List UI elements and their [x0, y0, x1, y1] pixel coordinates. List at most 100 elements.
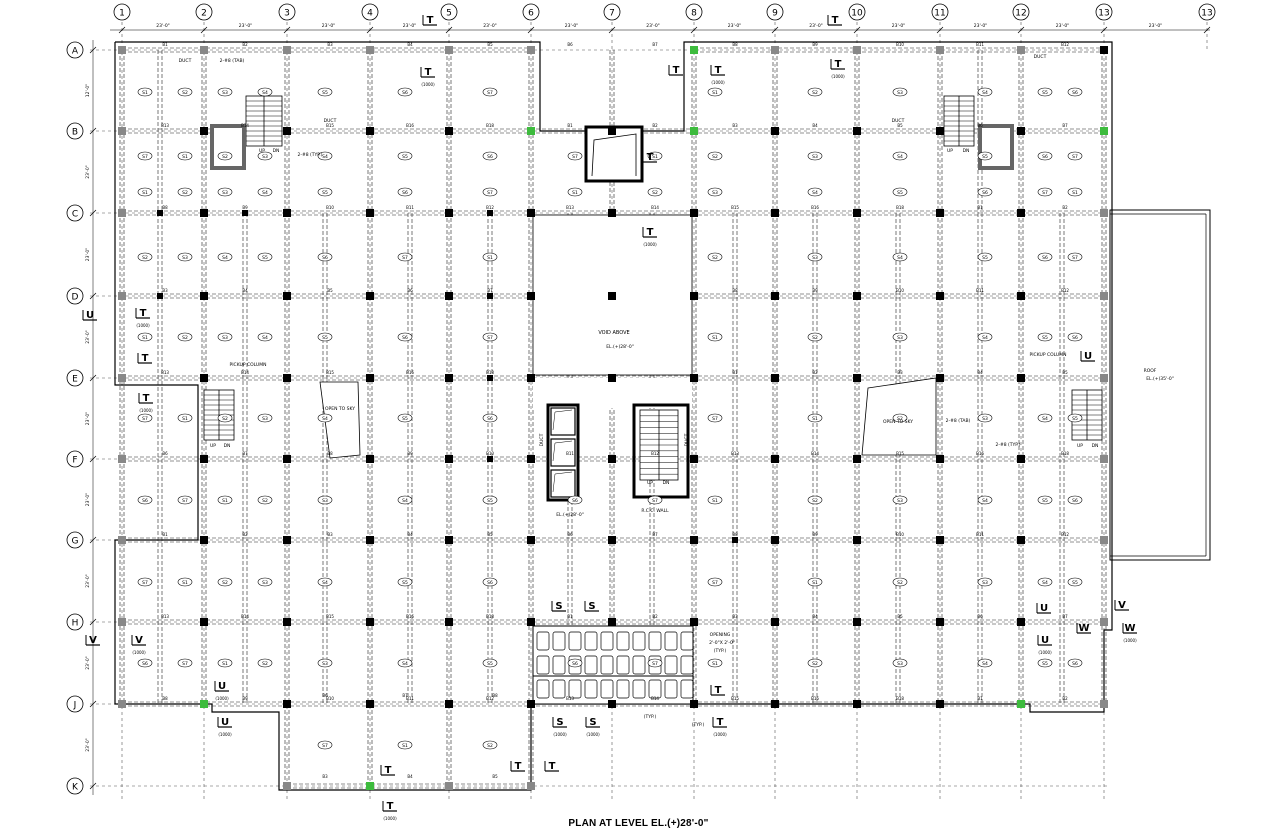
slab-ellipse [397, 187, 413, 197]
slab-mark: S6 [1037, 252, 1053, 262]
dim-tick [89, 374, 97, 382]
slab-tag: S1 [572, 190, 578, 196]
column [1017, 292, 1025, 300]
section-marker: S(1000) [585, 717, 600, 737]
slab-tag: S6 [142, 498, 148, 504]
lift-car [591, 133, 637, 177]
column [771, 46, 779, 54]
beam-tag: B1 [567, 614, 573, 619]
slab-ellipse [1067, 151, 1083, 161]
slab-ellipse [647, 658, 663, 668]
slab-tag: S1 [182, 416, 188, 422]
bubble-label: 1 [119, 9, 125, 19]
slab-mark: S7 [482, 332, 498, 342]
slab-mark: S2 [647, 187, 663, 197]
slab-mark: S5 [317, 332, 333, 342]
opening-typ-label: (TYP.) [714, 648, 727, 654]
beam-tag: B2 [242, 532, 248, 537]
opening-cell [632, 631, 646, 651]
bubble-circle [66, 369, 84, 387]
slab-mark: S3 [807, 252, 823, 262]
slab-tag: S5 [982, 154, 988, 160]
beam-tag: B16 [406, 370, 414, 375]
column [771, 536, 779, 544]
opening-cell [600, 655, 614, 675]
slab-ellipse [1067, 252, 1083, 262]
column [283, 700, 291, 708]
section-letter: W [1078, 623, 1089, 634]
column [283, 209, 291, 217]
beam-tag: B1 [162, 532, 168, 537]
slab-ellipse [1067, 658, 1083, 668]
slab-ellipse [257, 151, 273, 161]
bubble-circle [685, 3, 703, 21]
slab-ellipse [707, 577, 723, 587]
slab-mark: S4 [1037, 577, 1053, 587]
column [283, 374, 291, 382]
column [118, 374, 126, 382]
bubble-label: J [73, 701, 77, 711]
beam-tag: B15 [326, 370, 334, 375]
grid-bubble-column: 13 [1095, 3, 1113, 21]
column [283, 292, 291, 300]
column [118, 292, 126, 300]
slab-mark: S4 [397, 495, 413, 505]
slab-mark: S4 [1037, 413, 1053, 423]
beam-tag: B14 [651, 696, 659, 701]
column [366, 374, 374, 382]
slab-ellipse [977, 577, 993, 587]
slab-mark: S1 [482, 252, 498, 262]
slab-tag: S3 [897, 498, 903, 504]
beam-tag: B6 [977, 123, 983, 128]
stair-up-label: UP [210, 443, 216, 449]
slab-ellipse [1067, 577, 1083, 587]
bubble-circle [66, 287, 84, 305]
section-marker: U(1000) [217, 717, 232, 737]
beam-tag: B11 [976, 288, 984, 293]
beam-tag: B12 [1061, 42, 1069, 47]
section-letter: T [142, 353, 149, 364]
beam-tag: B15 [731, 205, 739, 210]
slab-tag: S1 [142, 190, 148, 196]
bubble-label: 11 [934, 9, 945, 19]
bubble-circle [1012, 3, 1030, 21]
beam-tag: B7 [487, 288, 493, 293]
slab-ellipse [567, 658, 583, 668]
section-marker: T [642, 152, 657, 163]
section-marker: T(1000) [138, 393, 153, 413]
column [527, 127, 535, 135]
pickup-column-right-label: PICKUP COLUMN [1030, 352, 1067, 358]
beam-tag: B4 [812, 614, 818, 619]
beam-tag: B9 [242, 205, 248, 210]
section-marker: W [1076, 623, 1091, 634]
beam-tag: B16 [976, 451, 984, 456]
slab-mark: S2 [217, 413, 233, 423]
slab-ellipse [1037, 577, 1053, 587]
section-letter: V [1118, 600, 1126, 611]
slab-ellipse [807, 495, 823, 505]
plan-features [203, 95, 1103, 705]
slab-mark: S3 [892, 658, 908, 668]
section-marker: T [544, 761, 559, 772]
beam-tag: B9 [812, 288, 818, 293]
section-letter: T [549, 761, 556, 772]
bubble-label: 13 [1201, 9, 1212, 19]
slab-ellipse [317, 658, 333, 668]
slab-ellipse [1037, 187, 1053, 197]
slab-tag: S3 [262, 580, 268, 586]
dim-tick [608, 26, 616, 34]
section-letter: U [1040, 603, 1048, 614]
section-marker: T(1000) [135, 308, 150, 328]
column [690, 536, 698, 544]
beam-tag: B3 [162, 288, 168, 293]
opening-cell [664, 679, 678, 699]
stair-up-label: UP [259, 148, 265, 154]
slab-tag: S6 [487, 580, 493, 586]
beam-tag: B8 [492, 693, 498, 698]
section-ref: (1000) [218, 732, 232, 737]
bubble-circle [1095, 3, 1113, 21]
section-marker: V(1000) [131, 635, 146, 655]
slab-ellipse [977, 252, 993, 262]
slab-tag: S3 [222, 190, 228, 196]
opening-label: OPENING [710, 632, 731, 638]
